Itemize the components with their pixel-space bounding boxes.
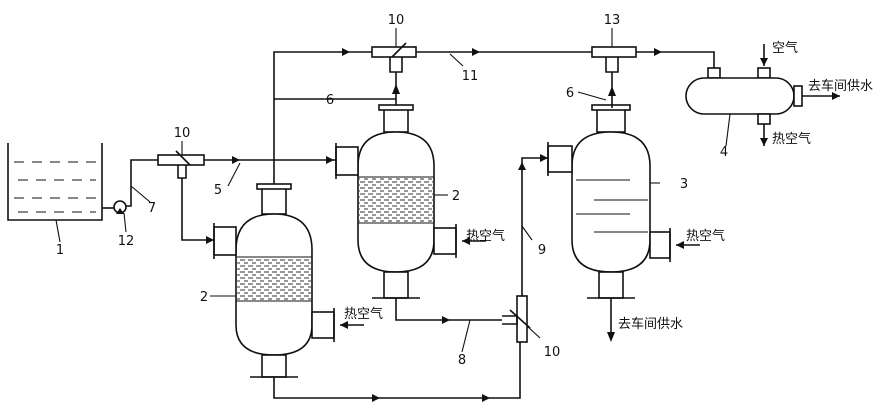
label-pipe-11: 11 <box>462 69 479 84</box>
flow-arrow <box>760 58 768 66</box>
pipe-7 <box>126 159 158 207</box>
label-tank: 1 <box>56 243 64 258</box>
flow-arrow <box>442 316 450 324</box>
label-mixer-13: 13 <box>604 13 621 28</box>
flow-arrow <box>206 236 214 244</box>
mixer-outlet-pipe <box>636 51 715 68</box>
pipe-9 <box>521 157 548 296</box>
label-pipe-5: 5 <box>214 183 222 198</box>
label-ejector-top: 10 <box>388 13 405 28</box>
label-settler: 3 <box>680 177 688 192</box>
flow-arrow <box>607 332 615 342</box>
flow-arrow <box>654 48 662 56</box>
text-water-supply-right: 去车间供水 <box>808 78 873 94</box>
text-water-supply-bottom: 去车间供水 <box>618 316 683 332</box>
flow-arrow <box>518 162 526 170</box>
leader-lines <box>55 28 731 353</box>
label-pipe-6-left: 6 <box>326 93 334 108</box>
flow-arrow <box>472 48 480 56</box>
flow-arrow <box>326 156 334 164</box>
text-hot-air-out: 热空气 <box>772 131 811 147</box>
flow-arrow <box>676 241 684 249</box>
air-drum-4 <box>685 67 803 125</box>
ejector-top <box>371 42 417 73</box>
dryer-mid <box>335 104 457 299</box>
label-pipe-8: 8 <box>458 353 466 368</box>
label-dryer-left: 2 <box>200 290 208 305</box>
ejector-bottom <box>502 295 531 343</box>
label-dryer-mid: 2 <box>452 189 460 204</box>
pump-12 <box>113 200 127 214</box>
vapor-header <box>273 51 372 160</box>
tank-liquid-lines <box>14 161 96 213</box>
pipe-8-bottom <box>273 342 521 399</box>
flow-arrow <box>540 154 548 162</box>
flow-arrow <box>832 92 840 100</box>
text-hot-air-settler: 热空气 <box>686 228 725 244</box>
label-air-drum: 4 <box>720 145 728 160</box>
flow-arrow <box>232 156 240 164</box>
text-air-in: 空气 <box>772 40 798 56</box>
settler-3 <box>547 104 671 299</box>
flow-arrow <box>372 394 380 402</box>
dryer-left <box>213 183 335 378</box>
text-hot-air-left: 热空气 <box>344 306 383 322</box>
flow-arrow <box>482 394 490 402</box>
ejector-left <box>157 150 205 179</box>
flow-arrow <box>608 86 616 96</box>
ejector-branch-pipe <box>181 178 214 241</box>
label-pipe-7: 7 <box>148 201 156 216</box>
text-hot-air-mid: 热空气 <box>466 228 505 244</box>
label-ejector-bottom: 10 <box>544 345 561 360</box>
label-pipe-6-right: 6 <box>566 86 574 101</box>
flow-arrow <box>340 321 348 329</box>
flow-arrow <box>342 48 350 56</box>
label-pump: 12 <box>118 234 135 249</box>
label-pipe-9: 9 <box>538 243 546 258</box>
mixer-13 <box>591 46 637 73</box>
feed-tank <box>7 143 103 221</box>
flow-arrow <box>760 138 768 146</box>
pipe-8-top <box>395 298 502 321</box>
flow-arrow <box>462 237 470 245</box>
label-ejector-left: 10 <box>174 126 191 141</box>
